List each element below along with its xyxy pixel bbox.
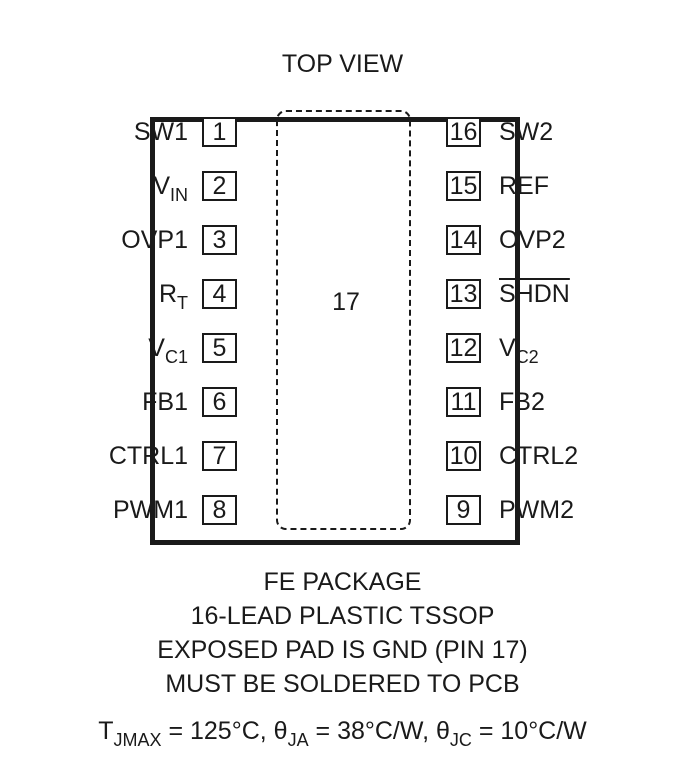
- pin-name-text: V: [499, 334, 516, 362]
- diagram-title: TOP VIEW: [281, 50, 404, 78]
- pin-name-text: V: [153, 172, 170, 200]
- pin-name-6: FB1: [142, 387, 188, 417]
- pin-name-14: OVP2: [499, 225, 566, 255]
- pin-name-7: CTRL1: [109, 441, 188, 471]
- pin-name-13: SHDN: [499, 279, 570, 309]
- pin-number-14: 14: [446, 225, 481, 255]
- theta-ja-subscript: JA: [287, 730, 309, 750]
- pin-number-15: 15: [446, 171, 481, 201]
- pin-name-12: VC2: [499, 333, 539, 366]
- pin-name-subscript: C2: [515, 347, 539, 367]
- pin-number-1: 1: [202, 117, 237, 147]
- caption-line-4: MUST BE SOLDERED TO PCB: [165, 670, 520, 698]
- pin-name-subscript: T: [177, 293, 188, 313]
- pin-number-5: 5: [202, 333, 237, 363]
- pin-number-8: 8: [202, 495, 237, 525]
- pin-name-8: PWM1: [113, 495, 188, 525]
- pin-number-2: 2: [202, 171, 237, 201]
- theta-ja-value: = 38°C/W,: [308, 717, 436, 745]
- pin-name-text: PWM1: [113, 496, 188, 524]
- pin-name-text: SW2: [499, 118, 554, 146]
- pin-name-text: OVP1: [121, 226, 188, 254]
- theta-jc-value: = 10°C/W: [471, 717, 587, 745]
- pin-number-3: 3: [202, 225, 237, 255]
- pin-name-16: SW2: [499, 117, 553, 147]
- pin-number-9: 9: [446, 495, 481, 525]
- pin-name-4: RT: [158, 279, 188, 312]
- pin-name-9: PWM2: [499, 495, 574, 525]
- pin-number-11: 11: [446, 387, 481, 417]
- pin-name-10: CTRL2: [499, 441, 578, 471]
- theta-jc-subscript: JC: [449, 730, 472, 750]
- pin-name-15: REF: [499, 171, 549, 201]
- pin-name-3: OVP1: [121, 225, 188, 255]
- pin-name-subscript: IN: [170, 185, 188, 205]
- pin-name-subscript: C1: [164, 347, 188, 367]
- pin-number-13: 13: [446, 279, 481, 309]
- pin-number-4: 4: [202, 279, 237, 309]
- pin-name-text: PWM2: [499, 496, 574, 524]
- pin-name-5: VC1: [148, 333, 188, 366]
- tjmax-value: = 125°C,: [161, 717, 274, 745]
- pin-name-text: FB1: [142, 388, 188, 416]
- pin-name-text: V: [148, 334, 165, 362]
- pin-name-text: SW1: [133, 118, 188, 146]
- exposed-pad-label: 17: [332, 288, 360, 316]
- pin-number-6: 6: [202, 387, 237, 417]
- caption-line-1: FE PACKAGE: [263, 568, 422, 596]
- caption-line-2: 16-LEAD PLASTIC TSSOP: [190, 602, 495, 630]
- pin-number-16: 16: [446, 117, 481, 147]
- pin-name-2: VIN: [153, 171, 188, 204]
- caption-line-3: EXPOSED PAD IS GND (PIN 17): [157, 636, 528, 664]
- tjmax-symbol: T: [98, 717, 114, 745]
- pin-name-text: SHDN: [499, 280, 570, 308]
- pin-name-text: OVP2: [499, 226, 566, 254]
- pin-number-10: 10: [446, 441, 481, 471]
- tjmax-subscript: JMAX: [113, 730, 162, 750]
- pin-number-7: 7: [202, 441, 237, 471]
- theta-jc-symbol: θ: [435, 717, 450, 745]
- pin-name-text: R: [158, 280, 177, 308]
- pin-number-12: 12: [446, 333, 481, 363]
- exposed-pad: [276, 110, 411, 530]
- theta-ja-symbol: θ: [273, 717, 288, 745]
- pin-name-text: FB2: [499, 388, 545, 416]
- pin-name-11: FB2: [499, 387, 545, 417]
- thermal-spec: TJMAX = 125°C, θJA = 38°C/W, θJC = 10°C/…: [0, 717, 685, 749]
- package-outline: [150, 117, 520, 545]
- pin-name-text: CTRL2: [499, 442, 579, 470]
- pin-name-text: REF: [499, 172, 549, 200]
- pin-name-text: CTRL1: [108, 442, 188, 470]
- pin-name-1: SW1: [134, 117, 188, 147]
